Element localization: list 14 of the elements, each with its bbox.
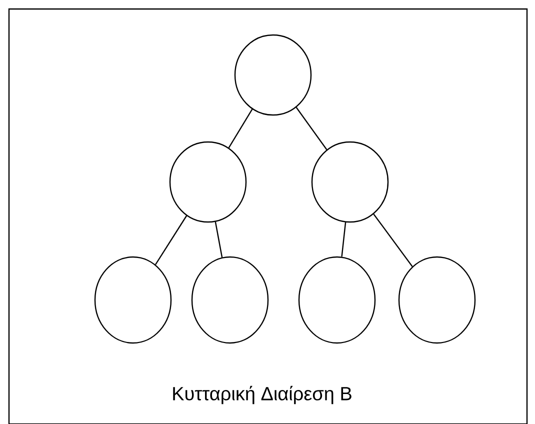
circle [234,34,312,116]
circle [298,256,376,344]
circle [191,256,269,344]
connector-line [214,222,223,258]
connector-line [228,108,253,148]
circle [398,256,476,344]
caption: Κυτταρική Διαίρεση Β [173,386,352,404]
circle [94,256,172,344]
circle [311,141,389,223]
connector-line [341,222,346,257]
connector-line [373,214,413,267]
connector-line [155,215,188,265]
circle [169,141,247,223]
connector-line [296,107,328,150]
